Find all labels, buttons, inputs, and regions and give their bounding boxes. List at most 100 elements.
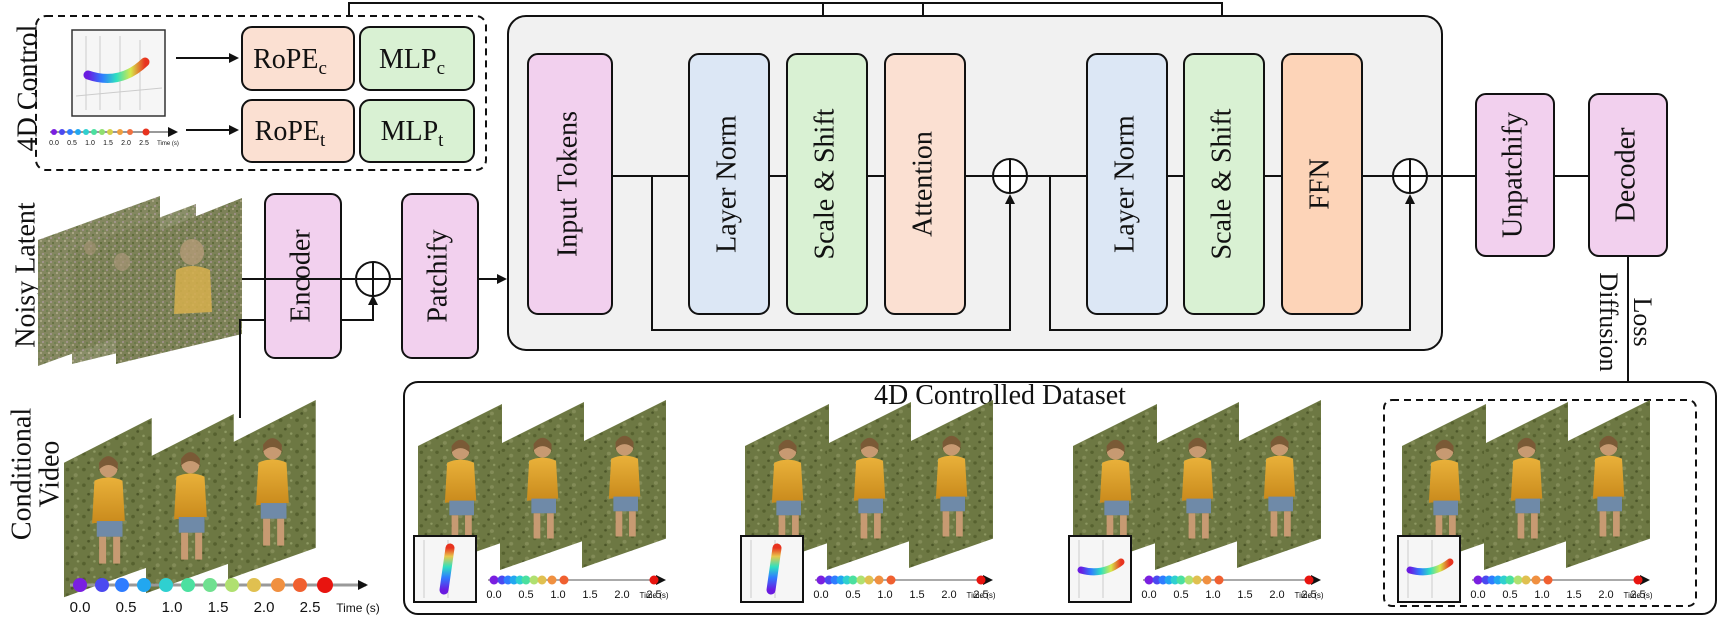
mini-tick-5: 2.5 — [139, 140, 149, 147]
dataset-tick: 2.0 — [1598, 589, 1613, 601]
label-noisy-latent: Noisy Latent — [10, 202, 41, 348]
dataset-tick: 0.0 — [813, 589, 828, 601]
noisy-latent-frames — [38, 196, 242, 366]
layer-norm-1-label: Layer Norm — [711, 115, 742, 253]
mlp-t-box: MLPt — [359, 99, 475, 163]
svg-text:RoPEc: RoPEc — [253, 44, 327, 79]
patchify-box: Patchify — [401, 193, 479, 359]
dataset-tick: 0.0 — [486, 589, 501, 601]
layer-norm-2-label: Layer Norm — [1109, 115, 1140, 253]
loss-label: Loss — [1628, 297, 1657, 346]
input-tokens-box: Input Tokens — [527, 53, 613, 315]
svg-text:MLPt: MLPt — [381, 116, 445, 151]
dataset-tick: 0.0 — [1470, 589, 1485, 601]
mini-tick-1: 0.5 — [67, 140, 77, 147]
dataset-tick: 1.0 — [877, 589, 892, 601]
ffn-label: FFN — [1304, 158, 1335, 209]
scale-shift-1-label: Scale & Shift — [809, 108, 840, 259]
mini-timeline: 0.0 0.5 1.0 1.5 2.0 2.5 Time (s) — [49, 127, 179, 147]
dataset-tick: 1.0 — [1534, 589, 1549, 601]
dataset-tick: 2.0 — [614, 589, 629, 601]
dataset-axis-unit: Time (s) — [1623, 591, 1652, 600]
dataset-tick: 1.5 — [1566, 589, 1581, 601]
decoder-box: Decoder — [1588, 93, 1668, 257]
timeline-tick-3: 1.5 — [208, 599, 229, 616]
dataset-tick: 0.0 — [1141, 589, 1156, 601]
main-timeline: 0.0 0.5 1.0 1.5 2.0 2.5 Time (s) — [70, 577, 380, 616]
attention-label: Attention — [907, 131, 938, 237]
dataset-axis-unit: Time (s) — [1294, 591, 1323, 600]
encoder-box: Encoder — [264, 193, 342, 359]
scale-shift-1-box: Scale & Shift — [786, 53, 868, 315]
unpatchify-box: Unpatchify — [1475, 93, 1555, 257]
unpatchify-label: Unpatchify — [1497, 112, 1528, 238]
dataset-tick: 1.0 — [550, 589, 565, 601]
layer-norm-1-box: Layer Norm — [688, 53, 770, 315]
mlp-c-box: MLPc — [359, 26, 475, 91]
label-4d-control: 4D Control — [12, 24, 43, 151]
trajectory-thumbnail — [1397, 535, 1461, 603]
trajectory-thumbnail — [1068, 535, 1132, 603]
mlp-c-label: MLP — [379, 44, 437, 75]
timeline-tick-4: 2.0 — [254, 599, 275, 616]
ffn-box: FFN — [1281, 53, 1363, 315]
dataset-tick: 2.0 — [1269, 589, 1284, 601]
timeline-tick-1: 0.5 — [116, 599, 137, 616]
dataset-tick: 2.5 — [1301, 589, 1316, 601]
trajectory-thumbnail — [740, 535, 804, 603]
mini-tick-2: 1.0 — [85, 140, 95, 147]
scale-shift-2-label: Scale & Shift — [1206, 108, 1237, 259]
label-conditional: Conditional — [6, 408, 37, 540]
timeline-tick-5: 2.5 — [300, 599, 321, 616]
add-node-1 — [355, 261, 391, 297]
rope-t-label: RoPE — [255, 116, 320, 147]
layer-norm-2-box: Layer Norm — [1086, 53, 1168, 315]
mini-tick-3: 1.5 — [103, 140, 113, 147]
dataset-tick: 2.5 — [973, 589, 988, 601]
rope-t-box: RoPEt — [241, 99, 355, 163]
rope-c-box: RoPEc — [241, 26, 355, 91]
rope-t-subscript: t — [320, 130, 326, 151]
dataset-title: 4D Controlled Dataset — [874, 380, 1126, 411]
decoder-label: Decoder — [1610, 127, 1641, 223]
dataset-tick: 1.5 — [1237, 589, 1252, 601]
mlp-t-subscript: t — [438, 130, 444, 151]
mini-tick-4: 2.0 — [121, 140, 131, 147]
dataset-tick: 0.5 — [845, 589, 860, 601]
patchify-label: Patchify — [422, 229, 453, 322]
label-video: Video — [34, 441, 65, 508]
dataset-tick: 0.5 — [518, 589, 533, 601]
dataset-tick: 2.0 — [941, 589, 956, 601]
dataset-tick: 0.5 — [1173, 589, 1188, 601]
mlp-c-subscript: c — [437, 58, 445, 79]
add-node-2 — [992, 158, 1028, 194]
dataset-tick: 2.5 — [646, 589, 661, 601]
trajectory-thumbnail — [413, 535, 477, 603]
dataset-panel — [403, 381, 1717, 615]
rope-c-subscript: c — [318, 58, 326, 79]
attention-box: Attention — [884, 53, 966, 315]
control-panel — [35, 15, 487, 171]
dataset-tick: 1.5 — [909, 589, 924, 601]
mlp-t-label: MLP — [381, 116, 439, 147]
dataset-tick: 0.5 — [1502, 589, 1517, 601]
highlight-box — [1383, 399, 1697, 607]
timeline-tick-0: 0.0 — [70, 599, 91, 616]
encoder-label: Encoder — [285, 229, 316, 323]
timeline-tick-2: 1.0 — [162, 599, 183, 616]
mini-tick-0: 0.0 — [49, 140, 59, 147]
dataset-axis-unit: Time (s) — [966, 591, 995, 600]
rope-c-label: RoPE — [253, 44, 318, 75]
add-node-3 — [1392, 158, 1428, 194]
input-tokens-label: Input Tokens — [552, 111, 583, 257]
svg-text:MLPc: MLPc — [379, 44, 445, 79]
dataset-tick: 1.0 — [1205, 589, 1220, 601]
